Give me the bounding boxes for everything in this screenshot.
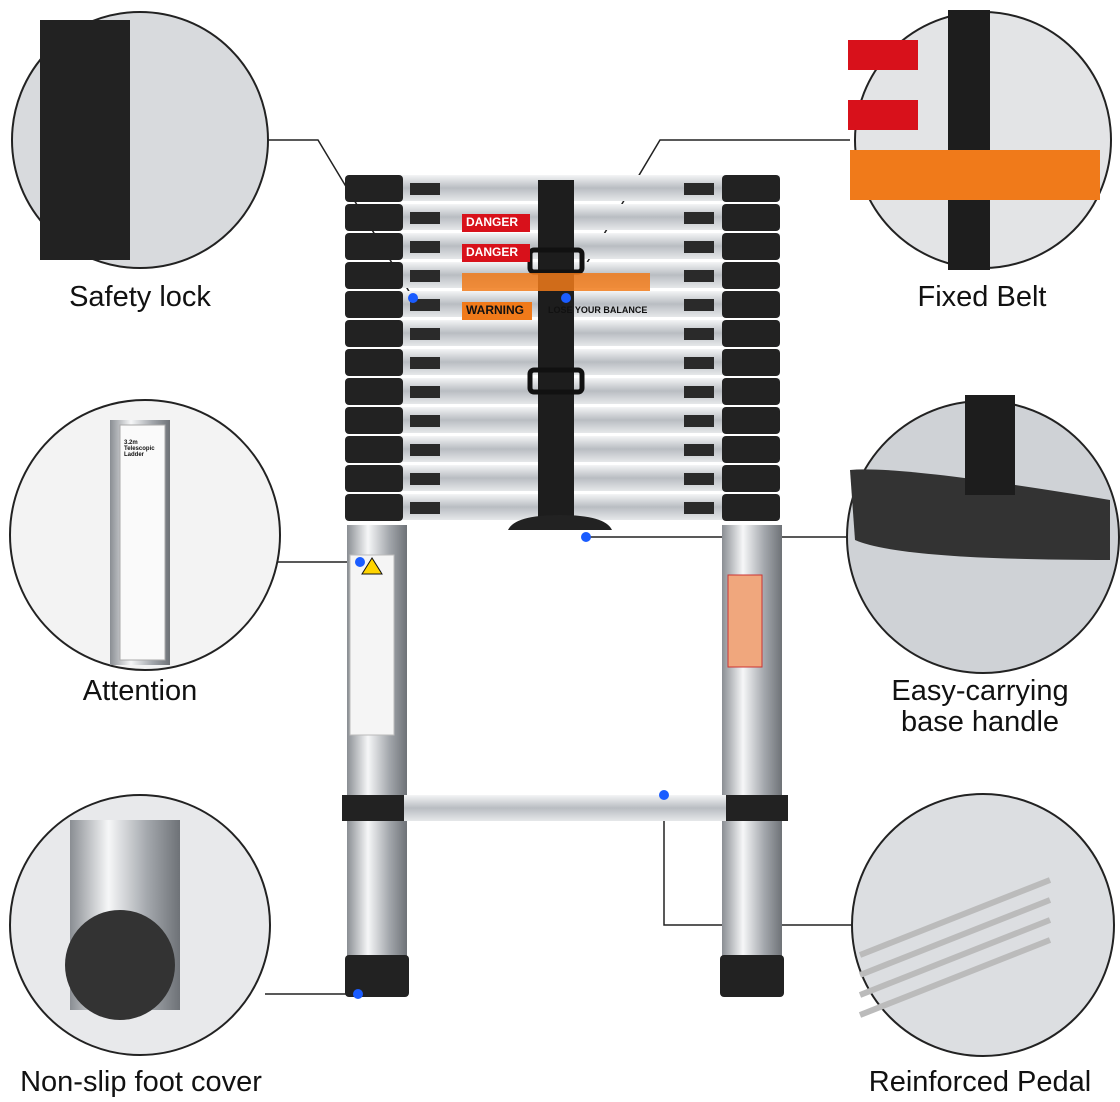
rung-end-left xyxy=(345,262,403,289)
rung-end-left xyxy=(345,378,403,405)
foot-cover-right xyxy=(720,955,784,997)
rung-end-left xyxy=(345,204,403,231)
label-pedal: Reinforced Pedal xyxy=(868,1066,1092,1098)
rung-end-left xyxy=(345,407,403,434)
safety-lock-button xyxy=(684,328,714,340)
safety-lock-button xyxy=(684,241,714,253)
label-safety-lock: Safety lock xyxy=(69,281,211,313)
rung-end-right xyxy=(722,436,780,463)
safety-lock-button xyxy=(684,473,714,485)
safety-lock-button xyxy=(410,270,440,282)
label-foot-cover: Non-slip foot cover xyxy=(20,1066,262,1098)
rung-end-right xyxy=(722,262,780,289)
safety-lock-button xyxy=(410,212,440,224)
fixed-belt xyxy=(538,180,574,520)
safety-lock-button xyxy=(410,386,440,398)
safety-lock-button xyxy=(684,415,714,427)
safety-lock-button xyxy=(684,444,714,456)
rung-end-right xyxy=(722,465,780,492)
warning-label: WARNING xyxy=(466,303,524,317)
rung-end-left xyxy=(345,349,403,376)
safety-lock-button xyxy=(410,473,440,485)
safety-lock-button xyxy=(410,328,440,340)
callout-dots xyxy=(353,293,669,999)
safety-lock-button xyxy=(410,183,440,195)
rung-end-right xyxy=(722,233,780,260)
rung-end-right xyxy=(722,175,780,202)
safety-lock-button xyxy=(684,502,714,514)
safety-lock-button xyxy=(684,212,714,224)
label-base-handle-line2: base handle xyxy=(900,706,1060,738)
rung-end-left xyxy=(345,320,403,347)
rung-end-right xyxy=(722,349,780,376)
foot-cover-left xyxy=(345,955,409,997)
rung-end-left xyxy=(345,436,403,463)
rung-end-right xyxy=(722,494,780,521)
danger-label-2: DANGER xyxy=(466,245,519,259)
rung-end-left xyxy=(345,494,403,521)
danger-label-1: DANGER xyxy=(466,215,519,229)
safety-lock-button xyxy=(410,502,440,514)
rung-end-left xyxy=(345,175,403,202)
rung-end-right xyxy=(722,407,780,434)
safety-lock-button xyxy=(684,357,714,369)
rung-end-left xyxy=(345,465,403,492)
safety-lock-button xyxy=(684,299,714,311)
safety-lock-button xyxy=(684,270,714,282)
rung-end-left xyxy=(345,291,403,318)
ladder-lower-rails xyxy=(342,525,788,997)
rung-end-right xyxy=(722,378,780,405)
rung-end-right xyxy=(722,320,780,347)
base-handle xyxy=(508,515,612,530)
sticker-title: 3.2m Telescopic Ladder xyxy=(124,440,155,458)
label-fixed-belt: Fixed Belt xyxy=(917,281,1047,313)
safety-lock-button xyxy=(684,183,714,195)
rung-end-right xyxy=(722,204,780,231)
safety-lock-button xyxy=(410,299,440,311)
label-base-handle-line1: Easy-carrying xyxy=(891,675,1069,707)
label-attention: Attention xyxy=(82,675,198,707)
safety-lock-button xyxy=(410,357,440,369)
label-base-handle: Easy-carrying base handle xyxy=(845,676,1115,738)
safety-lock-button xyxy=(410,241,440,253)
safety-lock-button xyxy=(410,415,440,427)
balance-label: LOSE YOUR BALANCE xyxy=(548,305,648,315)
safety-lock-button xyxy=(410,444,440,456)
rung-end-left xyxy=(345,233,403,260)
attention-sticker xyxy=(349,554,395,736)
safety-lock-button xyxy=(684,386,714,398)
rung-end-right xyxy=(722,291,780,318)
